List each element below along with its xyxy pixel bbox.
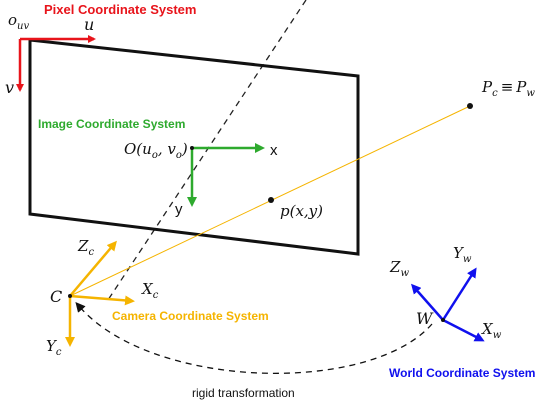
world-y-label: Yw — [453, 244, 472, 265]
image-plane-frame — [28, 38, 360, 256]
world-point-dot — [467, 103, 473, 109]
camera-z-axis — [69, 240, 117, 297]
image-origin-label: O(uo, vo) — [124, 140, 188, 161]
camera-system-title: Camera Coordinate System — [112, 309, 269, 323]
world-origin-label: W — [416, 309, 434, 328]
world-z-label: Zw — [389, 258, 409, 279]
world-point-label: Pc≡Pw — [481, 78, 535, 99]
pixel-axes — [16, 35, 96, 92]
image-y-label: y — [175, 201, 183, 218]
pixel-system-title: Pixel Coordinate System — [44, 2, 196, 17]
world-axes — [411, 267, 485, 342]
world-origin-dot — [441, 318, 445, 322]
pixel-v-label: v — [5, 78, 14, 97]
rigid-transformation-label: rigid transformation — [192, 386, 295, 400]
pixel-u-label: u — [84, 15, 94, 34]
world-system-title: World Coordinate System — [389, 366, 535, 380]
image-origin-dot — [190, 146, 194, 150]
image-point-label: p(x,y) — [280, 202, 323, 220]
image-axes — [187, 143, 265, 207]
world-z-axis — [411, 283, 444, 321]
pixel-origin-label: ouv — [8, 11, 29, 32]
image-x-label: x — [270, 142, 278, 159]
world-x-axis — [442, 318, 485, 342]
camera-origin-dot — [68, 294, 72, 298]
image-system-title: Image Coordinate System — [38, 117, 185, 131]
image-point-dot — [268, 197, 274, 203]
optical-axis-dashed-line — [107, 0, 307, 301]
camera-x-label: Xc — [141, 280, 159, 301]
world-y-axis — [441, 267, 477, 321]
camera-y-label: Yc — [46, 337, 62, 358]
camera-x-axis — [69, 294, 135, 306]
world-x-label: Xw — [481, 320, 502, 341]
camera-axes — [65, 240, 135, 347]
camera-origin-label: C — [50, 287, 62, 306]
rigid-transformation-arc — [75, 301, 433, 374]
camera-z-label: Zc — [77, 237, 94, 258]
